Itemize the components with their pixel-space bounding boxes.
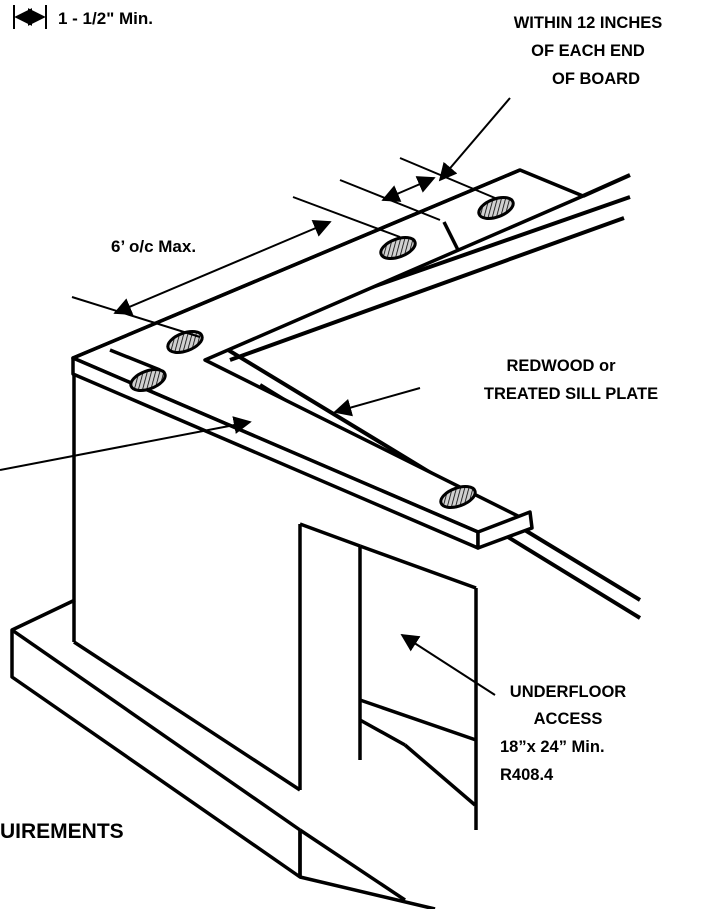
anchor-bolt — [379, 236, 417, 260]
svg-text:ACCESS: ACCESS — [534, 710, 603, 728]
title-fragment: UIREMENTS — [0, 820, 124, 843]
within-12-label: WITHIN 12 INCHES OF EACH END OF BOARD — [514, 14, 663, 88]
anchor-bolts — [129, 196, 515, 509]
within-12-leader — [438, 97, 511, 182]
anchor-bolt — [129, 368, 167, 392]
spacing-label: 6’ o/c Max. — [111, 237, 196, 256]
leaders — [0, 97, 511, 696]
svg-text:UNDERFLOOR: UNDERFLOOR — [510, 683, 626, 701]
svg-text:WITHIN 12 INCHES: WITHIN 12 INCHES — [514, 14, 663, 32]
access-leader — [400, 634, 496, 696]
underfloor-access-label: UNDERFLOOR ACCESS 18”x 24” Min. R408.4 — [500, 683, 626, 784]
stem-wall — [72, 362, 478, 830]
anchor-bolt — [439, 485, 477, 509]
footing — [10, 598, 477, 909]
svg-text:R408.4: R408.4 — [500, 766, 554, 784]
min-spacing-label: 1 - 1/2" Min. — [58, 9, 153, 28]
rear-rail — [582, 173, 631, 198]
min-spacing-icon — [13, 5, 47, 29]
anchor-bolt — [477, 196, 515, 220]
svg-text:OF BOARD: OF BOARD — [552, 70, 640, 88]
svg-text:TREATED SILL PLATE: TREATED SILL PLATE — [484, 385, 658, 403]
left-callout-leader — [0, 416, 252, 471]
anchor-bolt — [166, 330, 204, 354]
svg-text:REDWOOD or: REDWOOD or — [506, 357, 616, 375]
sill-plate-leader — [333, 387, 421, 417]
sill-plate-label: REDWOOD or TREATED SILL PLATE — [484, 357, 658, 403]
svg-text:OF EACH END: OF EACH END — [531, 42, 645, 60]
svg-text:18”x 24” Min.: 18”x 24” Min. — [500, 738, 605, 756]
